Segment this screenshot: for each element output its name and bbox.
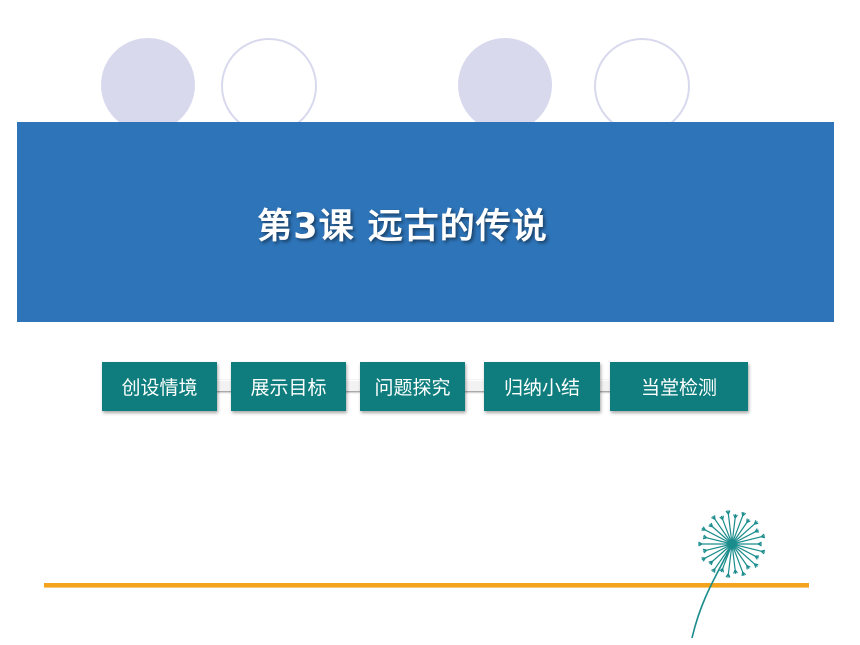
title-banner bbox=[17, 122, 834, 322]
nav-button-create-scenario[interactable]: 创设情境 bbox=[102, 362, 217, 411]
footer-divider bbox=[44, 583, 809, 588]
decorative-circle-outline bbox=[221, 38, 317, 134]
nav-connector bbox=[331, 380, 364, 391]
nav-connector bbox=[205, 380, 239, 391]
slide-title: 第3课 远古的传说 bbox=[257, 207, 548, 247]
nav-button-summary[interactable]: 归纳小结 bbox=[484, 362, 600, 411]
nav-connector bbox=[594, 380, 624, 391]
nav-connector bbox=[460, 380, 498, 391]
nav-button-explore-questions[interactable]: 问题探究 bbox=[360, 362, 465, 411]
decorative-circle-filled bbox=[101, 38, 195, 132]
dandelion-icon bbox=[691, 510, 766, 639]
nav-button-quiz[interactable]: 当堂检测 bbox=[610, 362, 748, 411]
decorative-circle-filled bbox=[458, 38, 552, 132]
decorative-circle-outline bbox=[594, 38, 690, 134]
nav-button-show-goals[interactable]: 展示目标 bbox=[231, 362, 346, 411]
